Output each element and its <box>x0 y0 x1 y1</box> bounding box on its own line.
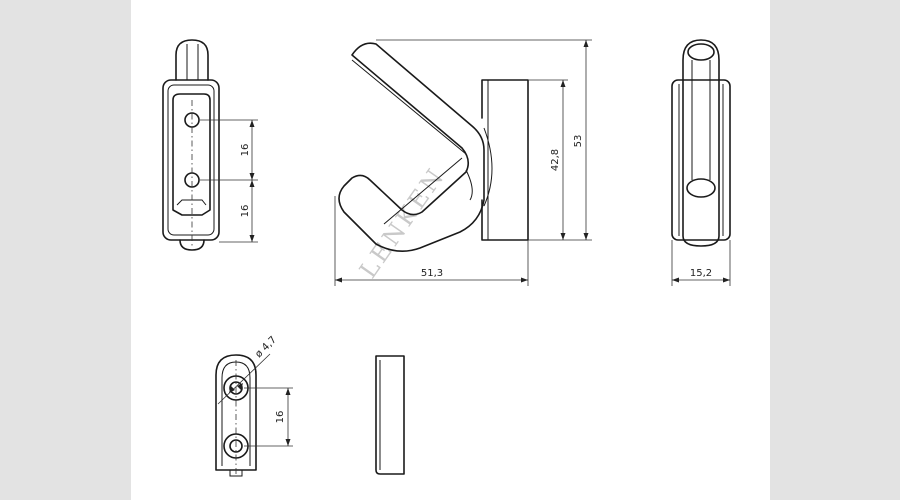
front-dim-upper-label: 16 <box>240 144 251 157</box>
base-plate-view: ø 4,7 16 <box>215 335 293 477</box>
base-dim-spacing-label: 16 <box>275 411 286 424</box>
plate-edge-outline <box>375 355 405 475</box>
base-diameter-leader <box>217 353 271 405</box>
rear-base-outline <box>671 79 731 241</box>
base-dim-arrows <box>285 388 291 446</box>
front-body-outline <box>162 79 220 241</box>
side-back-plate <box>481 79 529 241</box>
front-recess <box>172 93 211 216</box>
side-dim-total-label: 53 <box>573 135 584 148</box>
rear-hook-top-ellipse <box>687 43 715 61</box>
plate-edge-view <box>375 355 405 475</box>
base-diameter-label: ø 4,7 <box>253 335 279 361</box>
front-view: 16 16 <box>162 39 258 251</box>
rear-dim-width-label: 15,2 <box>690 268 712 279</box>
front-bottom-lip <box>179 239 205 251</box>
rear-hook-outline <box>682 39 720 247</box>
front-body-inner <box>167 84 215 236</box>
side-hook-edges <box>351 59 473 225</box>
rear-dim-arrows <box>672 277 730 283</box>
base-bottom-tab <box>229 470 243 477</box>
base-lower-hole-inner <box>229 439 243 453</box>
side-dim-inner-label: 42,8 <box>550 149 561 171</box>
side-view: LENKEN 42,8 53 51,3 <box>334 39 592 286</box>
front-hook-top <box>175 39 209 81</box>
side-hook-outline <box>338 42 485 252</box>
front-dim-lower-label: 16 <box>240 205 251 218</box>
front-dim-arrows <box>249 120 255 242</box>
base-diameter-arrows <box>229 383 243 393</box>
rear-hook-tip-ellipse <box>686 178 716 198</box>
drawing-sheet <box>131 0 770 500</box>
side-dim-width-label: 51,3 <box>421 268 443 279</box>
base-plate-outline <box>215 354 257 471</box>
base-upper-hole-inner <box>229 381 243 395</box>
rear-view: 15,2 <box>671 39 731 286</box>
front-recess-step <box>176 199 207 206</box>
side-neck-curve <box>483 127 493 207</box>
